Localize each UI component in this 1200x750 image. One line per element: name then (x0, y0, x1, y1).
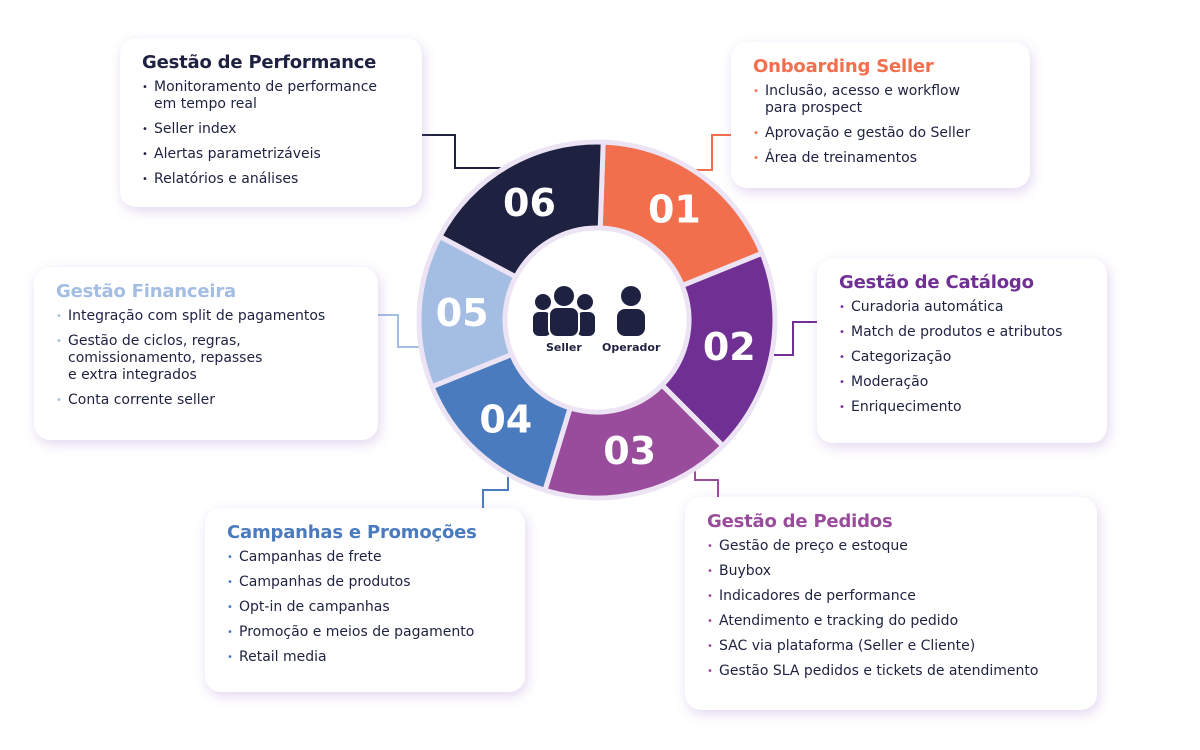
list-item: Alertas parametrizáveis (142, 146, 402, 163)
card-items: Integração com split de pagamentosGestão… (56, 308, 358, 409)
list-item: Relatórios e análises (142, 171, 402, 188)
list-item: Área de treinamentos (753, 150, 1010, 167)
list-item: Curadoria automática (839, 299, 1087, 316)
segment-01 (597, 139, 765, 289)
card-title: Gestão de Performance (142, 52, 377, 73)
seller-label: Seller (546, 341, 582, 354)
card-items: Curadoria automáticaMatch de produtos e … (839, 299, 1087, 416)
card-gestao-performance: Gestão de Performance Monitoramento de p… (120, 38, 422, 207)
segment-number: 03 (603, 429, 656, 473)
card-items: Inclusão, acesso e workflow para prospec… (753, 83, 1010, 167)
list-item: Promoção e meios de pagamento (227, 624, 505, 641)
operador-label: Operador (602, 341, 661, 354)
list-item: Categorização (839, 349, 1087, 366)
card-gestao-financeira: Gestão Financeira Integração com split d… (34, 267, 378, 440)
list-item: Integração com split de pagamentos (56, 308, 358, 325)
list-item: Enriquecimento (839, 399, 1087, 416)
list-item: Aprovação e gestão do Seller (753, 125, 1010, 142)
segment-number: 06 (503, 181, 556, 225)
list-item: Campanhas de frete (227, 549, 505, 566)
list-item: SAC via plataforma (Seller e Cliente) (707, 638, 1077, 655)
list-item: Match de produtos e atributos (839, 324, 1087, 341)
operador-icon (617, 286, 645, 336)
card-campanhas-promocoes: Campanhas e Promoções Campanhas de frete… (205, 508, 525, 692)
card-items: Campanhas de freteCampanhas de produtosO… (227, 549, 505, 666)
card-title: Campanhas e Promoções (227, 522, 477, 543)
list-item: Gestão de ciclos, regras, comissionament… (56, 333, 358, 384)
list-item: Retail media (227, 649, 505, 666)
card-title: Gestão Financeira (56, 281, 236, 302)
list-item: Conta corrente seller (56, 392, 358, 409)
list-item: Opt-in de campanhas (227, 599, 505, 616)
list-item: Seller index (142, 121, 402, 138)
card-items: Monitoramento de performance em tempo re… (142, 79, 402, 188)
card-onboarding-seller: Onboarding Seller Inclusão, acesso e wor… (731, 42, 1030, 188)
segment-number: 04 (479, 398, 532, 442)
list-item: Indicadores de performance (707, 588, 1077, 605)
segment-02 (659, 250, 778, 449)
list-item: Moderação (839, 374, 1087, 391)
list-item: Gestão de preço e estoque (707, 538, 1077, 555)
segment-03 (542, 382, 726, 501)
segment-number: 02 (703, 325, 756, 369)
card-title: Gestão de Catálogo (839, 272, 1034, 293)
card-items: Gestão de preço e estoqueBuyboxIndicador… (707, 538, 1077, 680)
segment-06 (437, 139, 606, 280)
list-item: Monitoramento de performance em tempo re… (142, 79, 402, 113)
list-item: Campanhas de produtos (227, 574, 505, 591)
card-title: Onboarding Seller (753, 56, 934, 77)
segment-number: 01 (648, 187, 701, 231)
segment-number: 05 (436, 291, 489, 335)
card-gestao-pedidos: Gestão de Pedidos Gestão de preço e esto… (685, 497, 1097, 710)
list-item: Gestão SLA pedidos e tickets de atendime… (707, 663, 1077, 680)
seller-group-icon (533, 286, 595, 337)
list-item: Atendimento e tracking do pedido (707, 613, 1077, 630)
list-item: Buybox (707, 563, 1077, 580)
list-item: Inclusão, acesso e workflow para prospec… (753, 83, 1010, 117)
card-gestao-catalogo: Gestão de Catálogo Curadoria automáticaM… (817, 258, 1107, 443)
card-title: Gestão de Pedidos (707, 511, 893, 532)
